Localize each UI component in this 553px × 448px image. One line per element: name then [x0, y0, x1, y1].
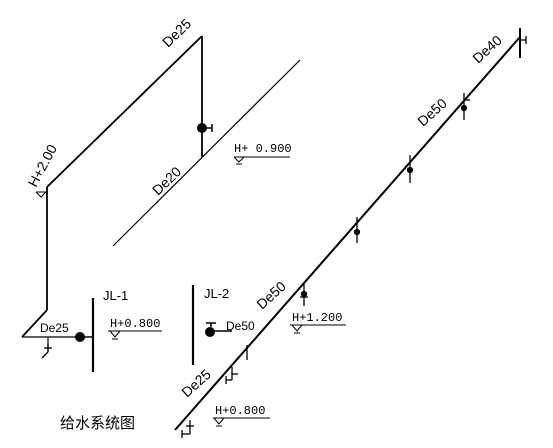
faucet-icon [181, 425, 194, 438]
pipe-left-lower-diagonal [21, 309, 48, 338]
elevation-mark-icon [233, 156, 290, 165]
elevation-label: H+0.800 [215, 404, 265, 418]
pipe-size-label: De50 [226, 319, 255, 333]
fixture-icon [460, 93, 470, 120]
pipe-right-main-diagonal [174, 36, 521, 431]
left-system [21, 35, 301, 372]
right-system [174, 28, 521, 434]
faucet-icon [225, 373, 238, 384]
fixture-icon [406, 155, 414, 183]
riser-label: JL-2 [204, 286, 229, 301]
elevation-label: H+2.00 [25, 142, 61, 190]
pipe-size-label: De25 [178, 366, 214, 400]
pipe-left-top-diagonal [46, 35, 203, 188]
fixture-icon [520, 36, 527, 44]
elevation-label: H+0.800 [110, 317, 160, 331]
valve-icon [75, 332, 93, 342]
faucet-icon [41, 344, 52, 359]
valve-icon [205, 322, 216, 337]
pipe-left-long-diagonal [112, 59, 301, 247]
valve-icon [197, 123, 213, 133]
riser-label: JL-1 [103, 288, 128, 303]
elevation-label: H+1.200 [292, 311, 342, 325]
fixture-icon [353, 217, 361, 243]
elevation-mark-icon [35, 191, 47, 198]
pipe-size-label: De25 [40, 321, 69, 335]
diagram-caption: 给水系统图 [60, 415, 135, 432]
elevation-label: H+ 0.900 [234, 142, 292, 156]
elevation-mark-icon [108, 330, 162, 340]
pipe-size-label: De25 [159, 15, 194, 50]
elevation-mark-icon [213, 417, 270, 427]
elevation-mark-icon [290, 324, 346, 334]
fixture-icon [300, 283, 308, 306]
